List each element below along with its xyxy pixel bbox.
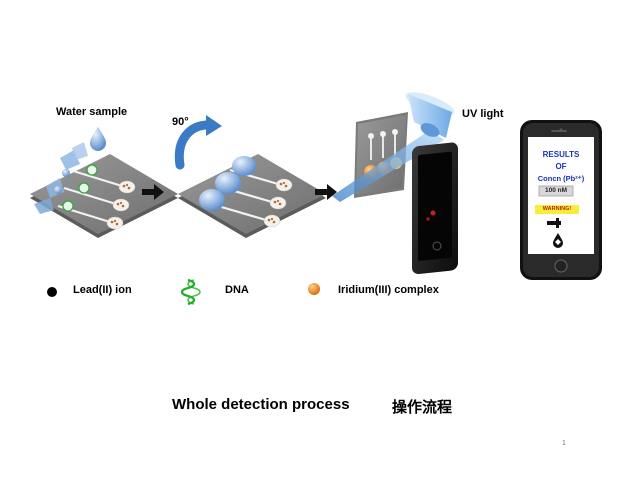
uv-light-label: UV light: [462, 108, 504, 120]
sample-droplets: [199, 156, 256, 211]
rotation-label: 90°: [172, 116, 189, 128]
caption-english: Whole detection process: [172, 396, 350, 413]
dna-helix-icon: [180, 278, 196, 306]
caption-chinese: 操作流程: [392, 399, 453, 416]
water-droplets: [34, 127, 106, 214]
page-number: 1: [562, 440, 566, 447]
result-phone: [520, 120, 602, 280]
phone-warning: WARNING!: [542, 206, 572, 212]
phone-of-label: OF: [555, 162, 567, 171]
chip-stage-2: [178, 154, 326, 238]
legend-dna-label: DNA: [225, 284, 249, 296]
legend-lead-ion-label: Lead(II) ion: [73, 284, 132, 296]
chip-stage-1: [30, 127, 178, 238]
water-sample-label: Water sample: [56, 106, 128, 118]
phone-value: 100 nM: [544, 187, 568, 194]
phone-results-title: RESULTS: [542, 150, 580, 159]
phone-camera-stage: [412, 142, 458, 274]
iridium-complex-icon: [308, 283, 320, 295]
rotate-90-arrow: [174, 115, 222, 170]
process-arrow-1: [142, 184, 164, 200]
uv-light-lamp: [405, 92, 455, 138]
phone-concn-label: Concn (Pb²⁺): [537, 174, 585, 183]
legend-iridium-label: Iridium(III) complex: [338, 284, 439, 296]
water-tap-icon: [547, 218, 563, 248]
process-arrow-2: [315, 184, 337, 200]
lead-ion-dot-icon: [47, 287, 57, 297]
